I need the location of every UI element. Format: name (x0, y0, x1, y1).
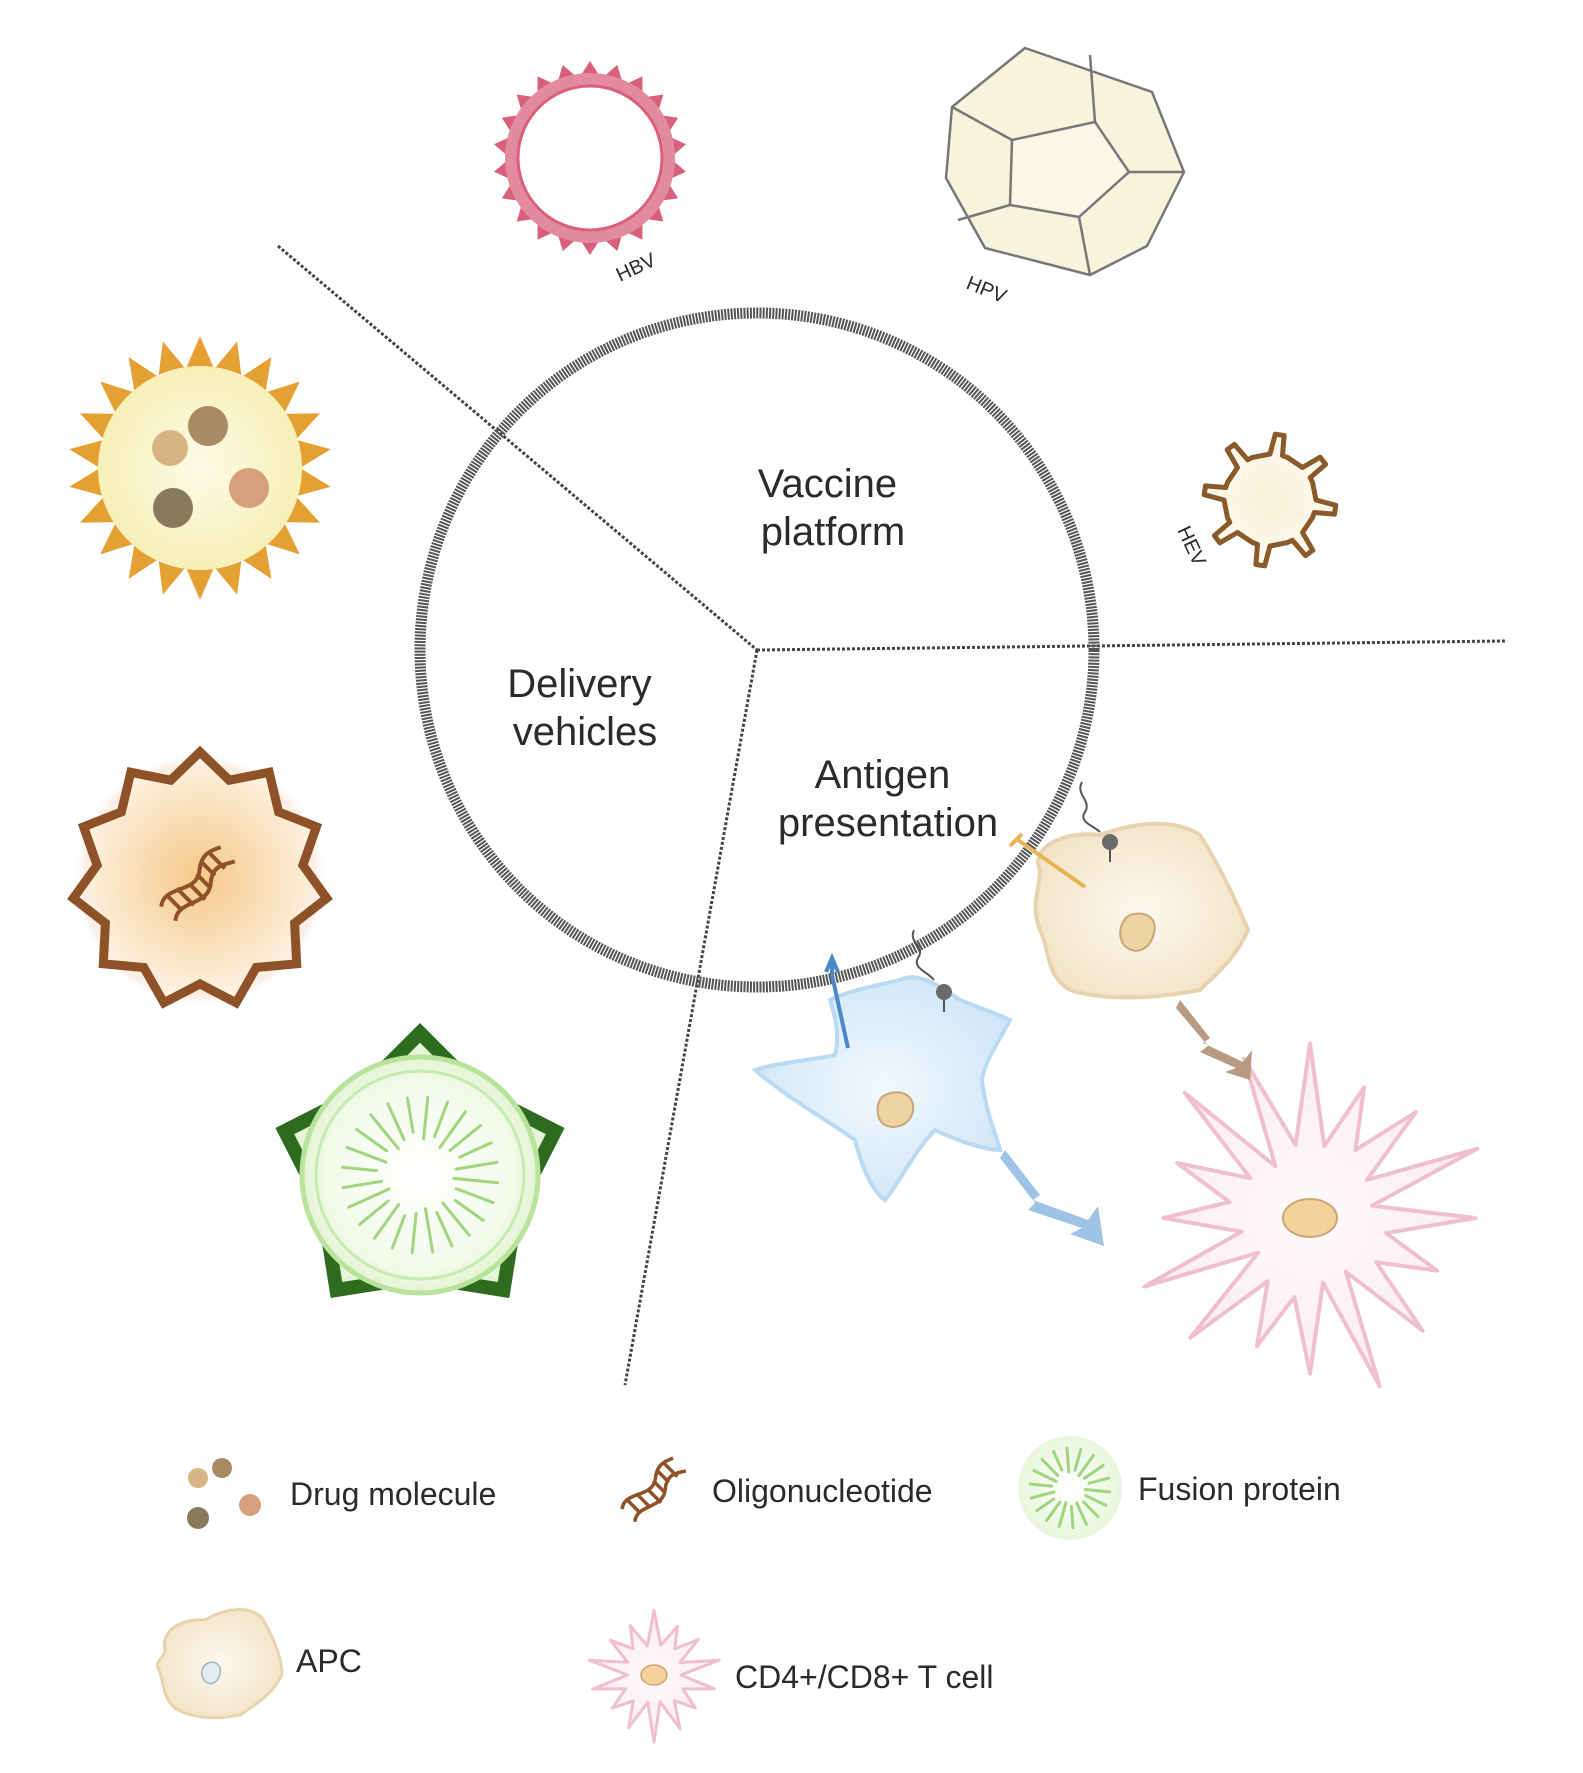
hbv-particle (494, 61, 686, 255)
fusion-ray (1069, 1505, 1075, 1530)
fusion-ray (369, 1113, 400, 1151)
apc-cell (1033, 821, 1251, 1000)
fusion-ray (448, 1124, 482, 1152)
fusion-ray (345, 1145, 388, 1164)
fusion-ray (358, 1199, 390, 1226)
fusion-ray (1040, 1457, 1060, 1477)
legend-drug-molecule-label: Drug molecule (290, 1476, 496, 1512)
fusion-ray (454, 1160, 499, 1171)
fusion-ray (433, 1100, 450, 1138)
oligonucleotide-nanocage (67, 745, 333, 1009)
divider-upper-left (277, 244, 758, 652)
drug-molecule-dot (153, 488, 193, 528)
label-hev: HEV (1172, 523, 1210, 570)
divider-lower (623, 649, 759, 1386)
fusion-ray (1035, 1497, 1056, 1512)
activation-arrow-brown (1176, 1000, 1252, 1080)
tcr-receptor-blue (824, 952, 850, 1049)
fusion-ray (1083, 1488, 1112, 1494)
fusion-ray (340, 1165, 379, 1173)
tcr-receptor-yellow (1008, 832, 1087, 889)
fusion-ray (1084, 1494, 1108, 1507)
sector-delivery-vehicles: Delivery vehicles (507, 662, 663, 754)
fusion-ray (1073, 1448, 1083, 1472)
hev-particle (1201, 431, 1339, 569)
legend-fusion-protein-label: Fusion protein (1138, 1471, 1341, 1507)
fusion-ray (1028, 1482, 1054, 1488)
drug-molecule-dot (152, 430, 188, 466)
sector-vaccine-platform: Vaccine platform (758, 462, 908, 554)
t-cell (1142, 1041, 1480, 1389)
dna-helix-icon (159, 845, 236, 922)
fusion-ray (347, 1187, 391, 1209)
fusion-ray (1052, 1450, 1064, 1472)
divider-right (756, 639, 1506, 652)
fusion-ray (405, 1096, 415, 1134)
legend: Drug molecule Oligonucleotide Fusion pro… (155, 1436, 1341, 1744)
fusion-ray (452, 1176, 500, 1185)
fusion-ray (386, 1102, 406, 1142)
antigen-ligand-lower (911, 929, 952, 1012)
legend-apc-label: APC (296, 1643, 362, 1679)
legend-oligonucleotide-label: Oligonucleotide (712, 1473, 933, 1509)
fusion-ray (458, 1141, 493, 1159)
activation-arrow-blue (1000, 1150, 1104, 1246)
fusion-ray (1077, 1454, 1095, 1478)
legend-drug-molecule-icon (187, 1458, 261, 1529)
fusion-ray (441, 1201, 471, 1237)
antigen-ligand-upper (1079, 781, 1118, 862)
fusion-ray (1082, 1500, 1100, 1519)
drug-molecule-dot (229, 468, 269, 508)
central-circle (414, 307, 1100, 993)
drug-molecule-dot (188, 406, 228, 446)
fusion-ray (1087, 1476, 1111, 1485)
fusion-ray (1045, 1500, 1062, 1522)
legend-apc-icon (155, 1608, 284, 1720)
legend-t-cell-label: CD4+/CD8+ T cell (735, 1659, 993, 1695)
legend-fusion-protein-icon (1018, 1436, 1122, 1540)
fusion-ray (373, 1203, 401, 1240)
fusion-ray (355, 1128, 389, 1153)
legend-oligonucleotide-icon (620, 1456, 687, 1523)
sector-antigen-presentation: Antigen presentation (778, 753, 998, 845)
fusion-ray (453, 1199, 485, 1222)
fusion-protein-pentagon (275, 1023, 565, 1298)
label-hpv: HPV (963, 272, 1010, 308)
fusion-ray (1032, 1469, 1058, 1483)
fusion-ray (424, 1207, 435, 1254)
fusion-ray (341, 1179, 384, 1190)
fusion-ray (422, 1095, 430, 1141)
fusion-ray (1065, 1446, 1071, 1474)
label-hbv: HBV (613, 249, 660, 287)
drug-loaded-nanoparticle (69, 336, 331, 600)
sector-dividers (277, 244, 1506, 1386)
legend-t-cell-icon (588, 1608, 721, 1744)
hpv-particle (944, 46, 1186, 277)
fusion-ray (1029, 1490, 1056, 1500)
fusion-ray (435, 1211, 454, 1248)
fusion-ray (1082, 1464, 1105, 1480)
fusion-ray (390, 1214, 407, 1250)
fusion-ray (454, 1187, 495, 1205)
fusion-ray (438, 1110, 467, 1149)
dendritic-cell (750, 975, 1013, 1203)
fusion-ray (1075, 1501, 1088, 1526)
fusion-ray (1057, 1501, 1068, 1528)
fusion-ray (410, 1212, 418, 1255)
